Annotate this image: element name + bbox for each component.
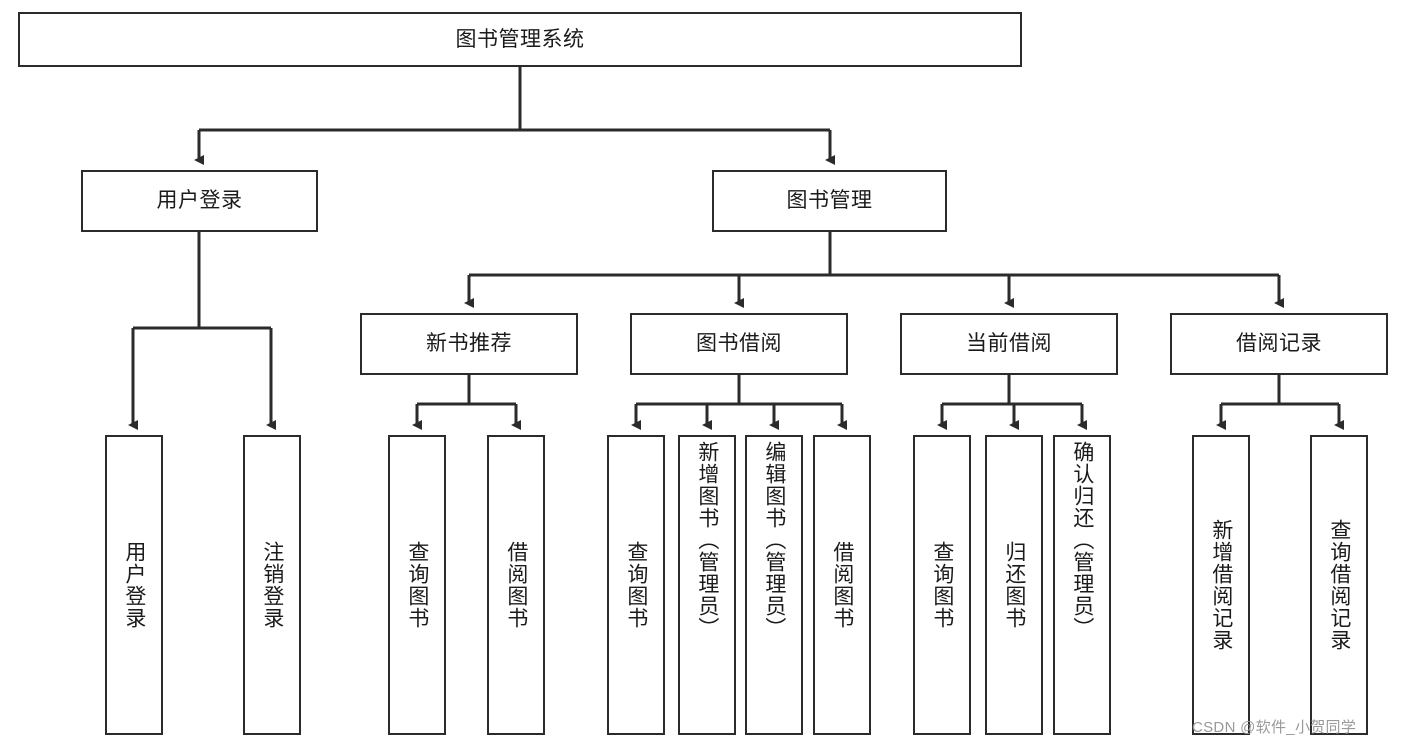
node-label: 新书推荐 (426, 332, 512, 356)
leaf-node-add-book-admin[interactable]: 新增图书（管理员） (678, 435, 736, 735)
node-new-book-recommend[interactable]: 新书推荐 (360, 313, 578, 375)
watermark: CSDN @软件_小贺同学 (1192, 719, 1357, 736)
leaf-node-add-borrow-record[interactable]: 新增借阅记录 (1192, 435, 1250, 735)
node-book-management[interactable]: 图书管理 (712, 170, 947, 232)
node-label: 注销登录 (260, 541, 284, 629)
node-label: 用户登录 (122, 541, 146, 629)
node-label: 借阅图书 (504, 541, 528, 629)
node-label: 图书借阅 (696, 332, 782, 356)
node-user-login[interactable]: 用户登录 (81, 170, 318, 232)
leaf-node-logout-login[interactable]: 注销登录 (243, 435, 301, 735)
leaf-node-user-login[interactable]: 用户登录 (105, 435, 163, 735)
node-label: 归还图书 (1002, 541, 1026, 629)
node-label: 查询图书 (405, 541, 429, 629)
node-label: 借阅图书 (830, 541, 854, 629)
leaf-node-borrow-book-recommend[interactable]: 借阅图书 (487, 435, 545, 735)
leaf-node-confirm-return-admin[interactable]: 确认归还（管理员） (1053, 435, 1111, 735)
leaf-node-query-book-current[interactable]: 查询图书 (913, 435, 971, 735)
node-book-borrow[interactable]: 图书借阅 (630, 313, 848, 375)
node-label: 编辑图书（管理员） (762, 441, 786, 639)
leaf-node-query-borrow-record[interactable]: 查询借阅记录 (1310, 435, 1368, 735)
node-label: 确认归还（管理员） (1070, 441, 1094, 639)
leaf-node-query-book-borrow[interactable]: 查询图书 (607, 435, 665, 735)
node-label: 图书管理系统 (455, 27, 585, 51)
node-label: 当前借阅 (966, 332, 1052, 356)
leaf-node-query-book-recommend[interactable]: 查询图书 (388, 435, 446, 735)
node-book-management-system[interactable]: 图书管理系统 (18, 12, 1022, 67)
node-borrow-record[interactable]: 借阅记录 (1170, 313, 1388, 375)
node-label: 新增借阅记录 (1209, 519, 1233, 651)
node-label: 查询图书 (624, 541, 648, 629)
node-label: 查询借阅记录 (1327, 519, 1351, 651)
node-label: 新增图书（管理员） (695, 441, 719, 639)
node-current-borrow[interactable]: 当前借阅 (900, 313, 1118, 375)
leaf-node-borrow-book[interactable]: 借阅图书 (813, 435, 871, 735)
node-label: 图书管理 (786, 189, 873, 213)
node-label: 借阅记录 (1236, 332, 1322, 356)
node-label: 用户登录 (156, 189, 243, 213)
leaf-node-edit-book-admin[interactable]: 编辑图书（管理员） (745, 435, 803, 735)
node-label: 查询图书 (930, 541, 954, 629)
leaf-node-return-book[interactable]: 归还图书 (985, 435, 1043, 735)
